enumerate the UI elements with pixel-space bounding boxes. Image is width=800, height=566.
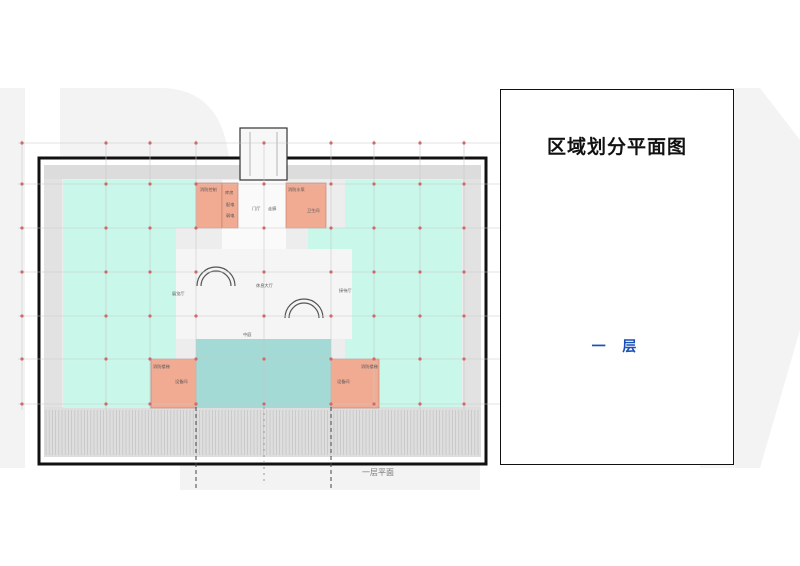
entrance-tower [239,127,288,181]
grid-node [148,226,152,230]
grid-node [148,314,152,318]
grid-node [418,182,422,186]
room-label: 库房 [225,189,233,196]
grid-node [104,357,108,361]
grid-node [372,141,376,145]
room-label: 设备间 [175,378,188,385]
grid-node [418,270,422,274]
axis-extensions [195,407,332,488]
room-label: 消防控制 [200,186,217,193]
grid-node [262,314,266,318]
room-label: 走廊 [268,205,276,212]
room-label: 展览厅 [172,290,185,297]
grid-node [104,141,108,145]
grid-node [20,226,24,230]
grid-node [262,226,266,230]
grid-node [418,141,422,145]
perimeter-band [44,165,481,457]
room-label: 配电 [226,201,235,208]
grid-node [20,402,24,406]
grid-node [104,314,108,318]
room-label: 弱电 [226,212,235,219]
grid-node [262,402,266,406]
room-label: 接待厅 [339,287,352,294]
grid-node [329,270,333,274]
grid-node [194,141,198,145]
grid-node [329,226,333,230]
office-zones [63,180,462,408]
grid-node [462,314,466,318]
legend-box: 区域划分平面图 一 层 [500,89,734,465]
grid-node [194,314,198,318]
grid-node [329,141,333,145]
grid-node [104,270,108,274]
grid-node [329,314,333,318]
grid-node [462,402,466,406]
grid-node [148,357,152,361]
grid-node [372,402,376,406]
grid-node [20,141,24,145]
grid-node [194,226,198,230]
grid-node [20,314,24,318]
grid-node [462,182,466,186]
grid-node [104,182,108,186]
grid-node [418,226,422,230]
plan-caption: 一层平面 [362,468,394,477]
legend-level: 一 层 [591,339,643,355]
stair-icon [196,266,324,319]
grid-node [329,402,333,406]
grid-node [148,270,152,274]
legend-title: 区域划分平面图 [546,136,687,158]
room-label: 设备间 [337,378,350,385]
grid-node [262,270,266,274]
grid-node [194,402,198,406]
grid-node [372,314,376,318]
grid-node [262,357,266,361]
bottom-hatch [45,410,479,455]
atrium [196,339,331,408]
grid-node [148,182,152,186]
room-label: 消防水泵 [288,186,305,193]
room-label: 卫生间 [307,207,320,214]
room-label: 门厅 [252,205,260,212]
grid-node [104,402,108,406]
grid-node [372,226,376,230]
grid-node [148,402,152,406]
grid-node [418,357,422,361]
grid-node [194,182,198,186]
grid-node [262,182,266,186]
grid-node [462,141,466,145]
grid-node [148,141,152,145]
room-label: 中庭 [243,331,252,338]
grid-node [418,314,422,318]
room-label: 消防楼梯 [361,363,378,370]
grid-node [372,270,376,274]
grid-node [372,182,376,186]
grid-node [194,270,198,274]
grid-node [462,270,466,274]
grid-node [20,357,24,361]
grid-node [20,270,24,274]
grid-node [262,141,266,145]
grid-node [329,182,333,186]
grid-node [462,226,466,230]
grid-node [372,357,376,361]
room-label: 消防楼梯 [153,363,170,370]
grid-node [20,182,24,186]
grid-node [104,226,108,230]
grid-node [329,357,333,361]
grid-node [418,402,422,406]
room-label: 休息大厅 [256,282,273,289]
grid-node [194,357,198,361]
grid-node [462,357,466,361]
